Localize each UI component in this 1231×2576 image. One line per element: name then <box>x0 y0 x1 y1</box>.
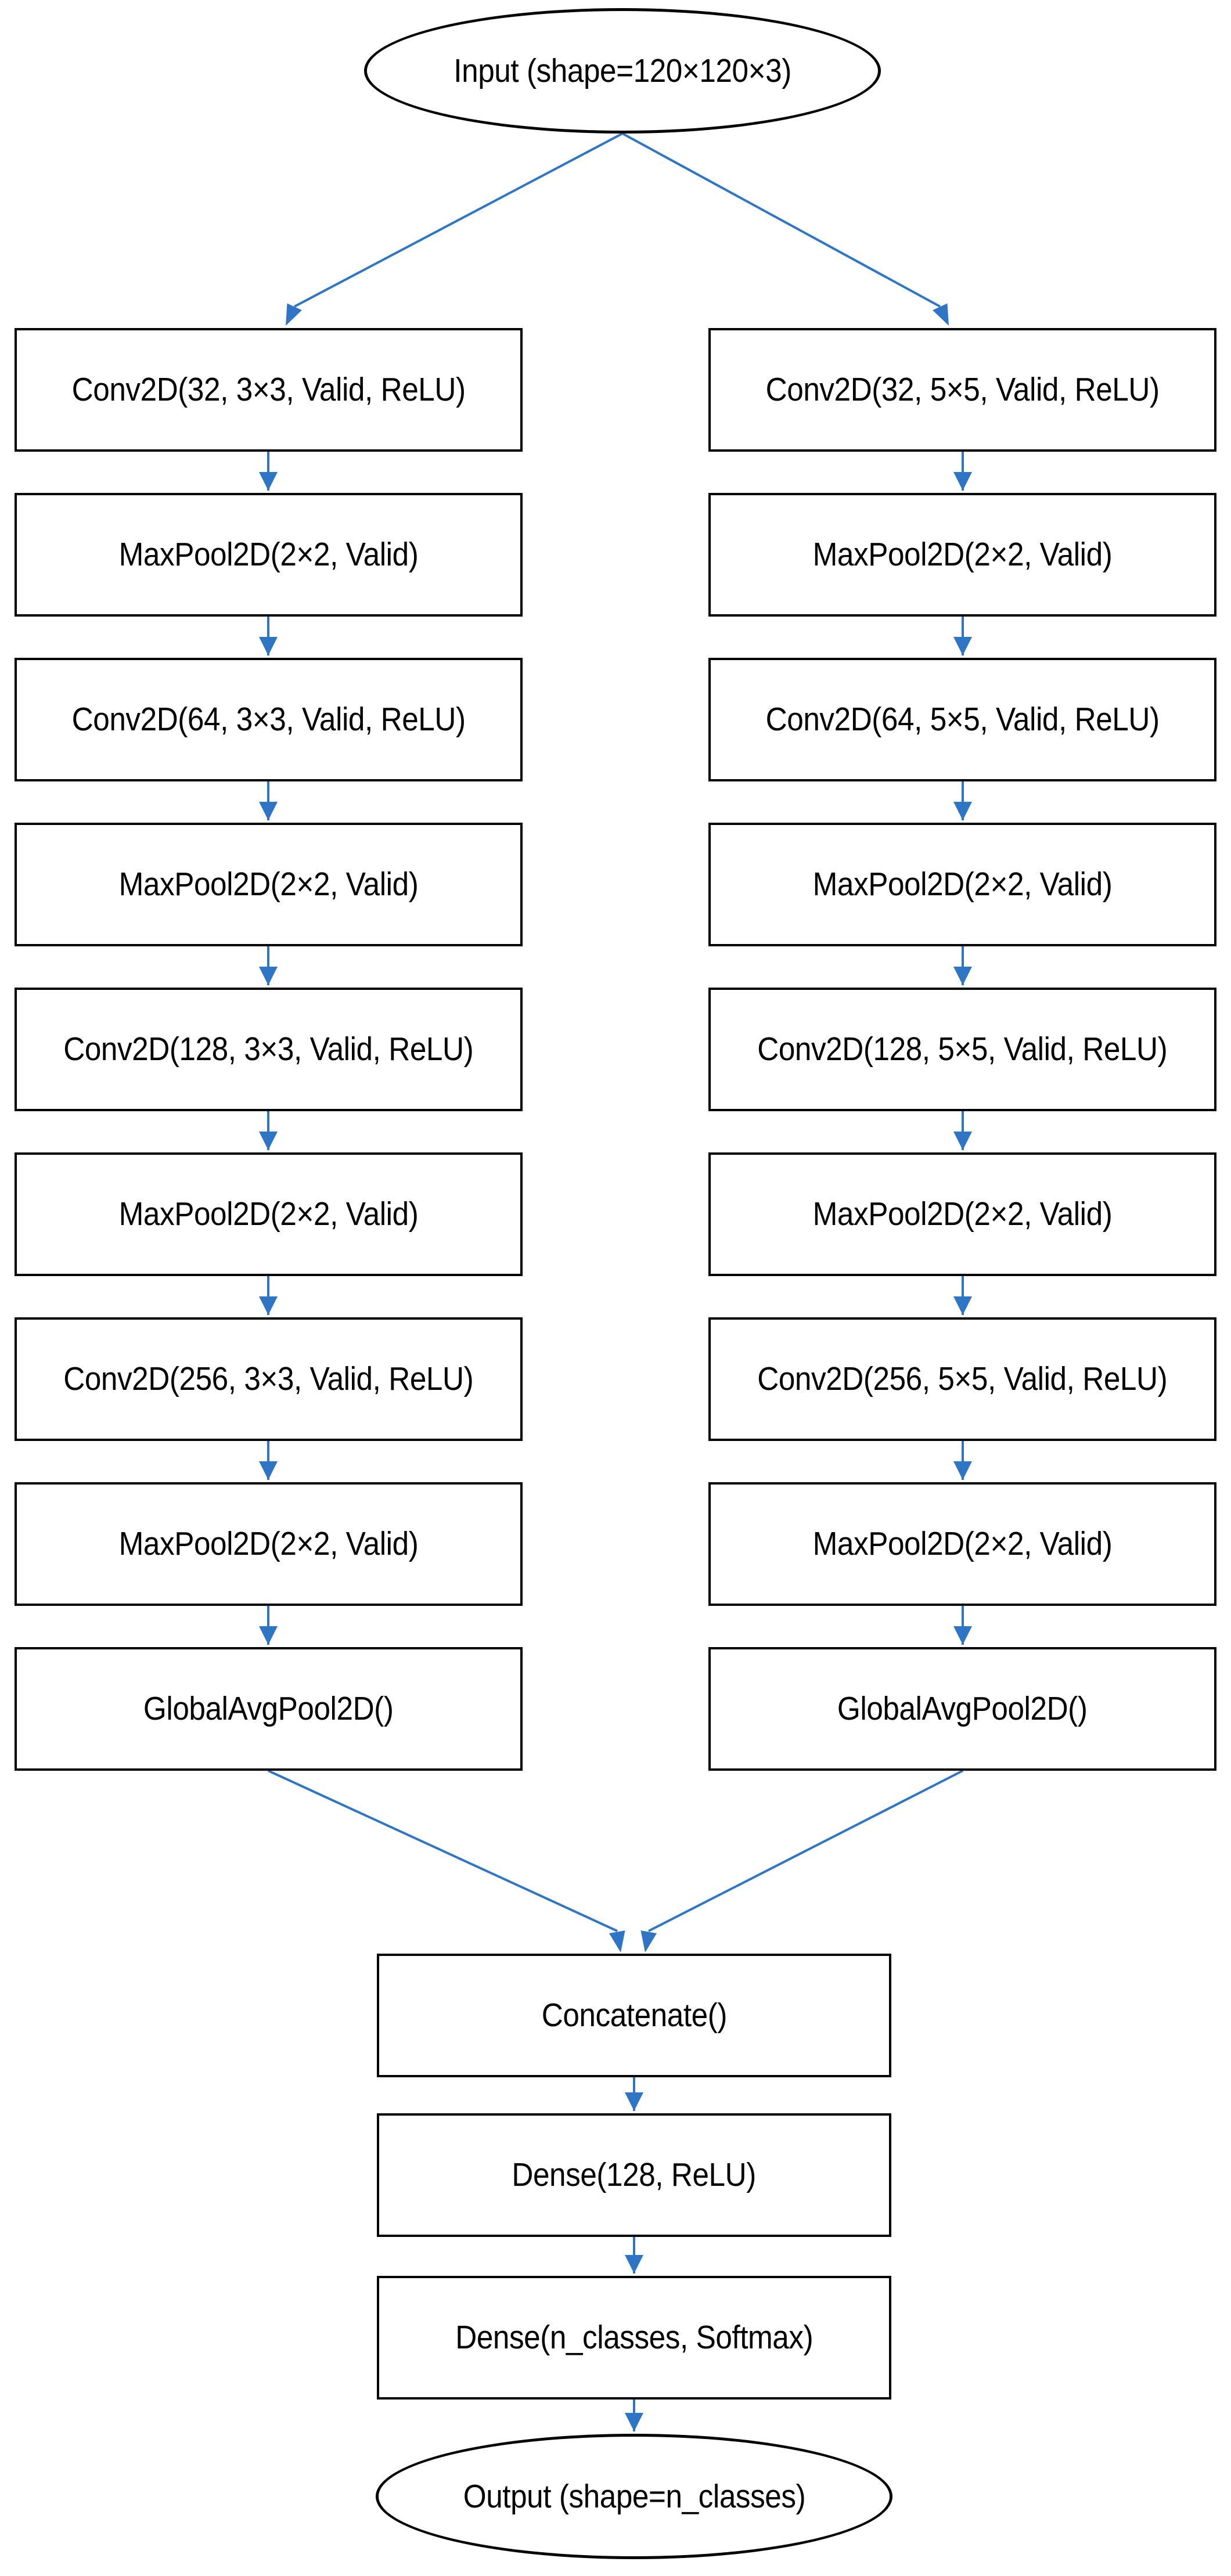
node-label: GlobalAvgPool2D() <box>143 1690 394 1727</box>
node-input: Input (shape=120×120×3) <box>364 8 881 134</box>
node-left-maxpool-1: MaxPool2D(2×2, Valid) <box>15 493 523 617</box>
node-right-globalavgpool: GlobalAvgPool2D() <box>708 1647 1216 1771</box>
arrowhead-merge-right <box>640 1930 657 1952</box>
node-right-conv2d-256: Conv2D(256, 5×5, Valid, ReLU) <box>708 1317 1216 1441</box>
node-dense-softmax: Dense(n_classes, Softmax) <box>377 2276 891 2400</box>
node-left-conv2d-64: Conv2D(64, 3×3, Valid, ReLU) <box>15 658 523 781</box>
node-label: Conv2D(64, 5×5, Valid, ReLU) <box>765 701 1160 738</box>
flow-line-input-left <box>294 132 623 308</box>
node-label: MaxPool2D(2×2, Valid) <box>118 1525 419 1562</box>
node-label: GlobalAvgPool2D() <box>837 1690 1088 1727</box>
arrowhead-input-left <box>286 303 302 326</box>
node-label: MaxPool2D(2×2, Valid) <box>812 866 1113 903</box>
flow-line-merge-right <box>648 1770 963 1932</box>
node-label: MaxPool2D(2×2, Valid) <box>812 536 1113 573</box>
node-right-maxpool-4: MaxPool2D(2×2, Valid) <box>708 1482 1216 1606</box>
node-right-maxpool-2: MaxPool2D(2×2, Valid) <box>708 823 1216 946</box>
node-label: Dense(128, ReLU) <box>512 2156 757 2193</box>
node-label: Conv2D(256, 3×3, Valid, ReLU) <box>63 1360 474 1397</box>
node-left-maxpool-2: MaxPool2D(2×2, Valid) <box>15 823 523 946</box>
node-dense-128: Dense(128, ReLU) <box>377 2113 891 2237</box>
node-label: Dense(n_classes, Softmax) <box>455 2319 813 2356</box>
node-label: MaxPool2D(2×2, Valid) <box>118 1195 419 1233</box>
node-label: MaxPool2D(2×2, Valid) <box>118 866 419 903</box>
node-label: Conv2D(32, 3×3, Valid, ReLU) <box>71 371 466 408</box>
node-left-globalavgpool: GlobalAvgPool2D() <box>15 1647 523 1771</box>
node-label: MaxPool2D(2×2, Valid) <box>118 536 419 573</box>
node-label: MaxPool2D(2×2, Valid) <box>812 1525 1113 1562</box>
node-label: Conv2D(128, 5×5, Valid, ReLU) <box>757 1031 1168 1068</box>
node-left-maxpool-4: MaxPool2D(2×2, Valid) <box>15 1482 523 1606</box>
node-label: Conv2D(256, 5×5, Valid, ReLU) <box>757 1360 1168 1397</box>
arrowhead-merge-left <box>609 1930 625 1952</box>
node-label: Concatenate() <box>541 1997 727 2034</box>
node-label: Conv2D(32, 5×5, Valid, ReLU) <box>765 371 1160 408</box>
node-right-conv2d-128: Conv2D(128, 5×5, Valid, ReLU) <box>708 988 1216 1111</box>
node-concatenate: Concatenate() <box>377 1954 891 2077</box>
node-label: MaxPool2D(2×2, Valid) <box>812 1195 1113 1233</box>
node-label: Conv2D(64, 3×3, Valid, ReLU) <box>71 701 466 738</box>
arrowhead-input-right <box>933 303 949 326</box>
node-right-maxpool-3: MaxPool2D(2×2, Valid) <box>708 1152 1216 1276</box>
flow-line-input-right <box>622 132 941 308</box>
node-label: Conv2D(128, 3×3, Valid, ReLU) <box>63 1031 474 1068</box>
node-left-conv2d-256: Conv2D(256, 3×3, Valid, ReLU) <box>15 1317 523 1441</box>
node-input-label: Input (shape=120×120×3) <box>453 52 791 89</box>
node-left-conv2d-32: Conv2D(32, 3×3, Valid, ReLU) <box>15 328 523 452</box>
flow-line-merge-left <box>268 1770 618 1932</box>
node-left-maxpool-3: MaxPool2D(2×2, Valid) <box>15 1152 523 1276</box>
node-right-maxpool-1: MaxPool2D(2×2, Valid) <box>708 493 1216 617</box>
node-left-conv2d-128: Conv2D(128, 3×3, Valid, ReLU) <box>15 988 523 1111</box>
node-output: Output (shape=n_classes) <box>376 2434 892 2559</box>
node-output-label: Output (shape=n_classes) <box>463 2477 805 2515</box>
node-right-conv2d-32: Conv2D(32, 5×5, Valid, ReLU) <box>708 328 1216 452</box>
node-right-conv2d-64: Conv2D(64, 5×5, Valid, ReLU) <box>708 658 1216 781</box>
